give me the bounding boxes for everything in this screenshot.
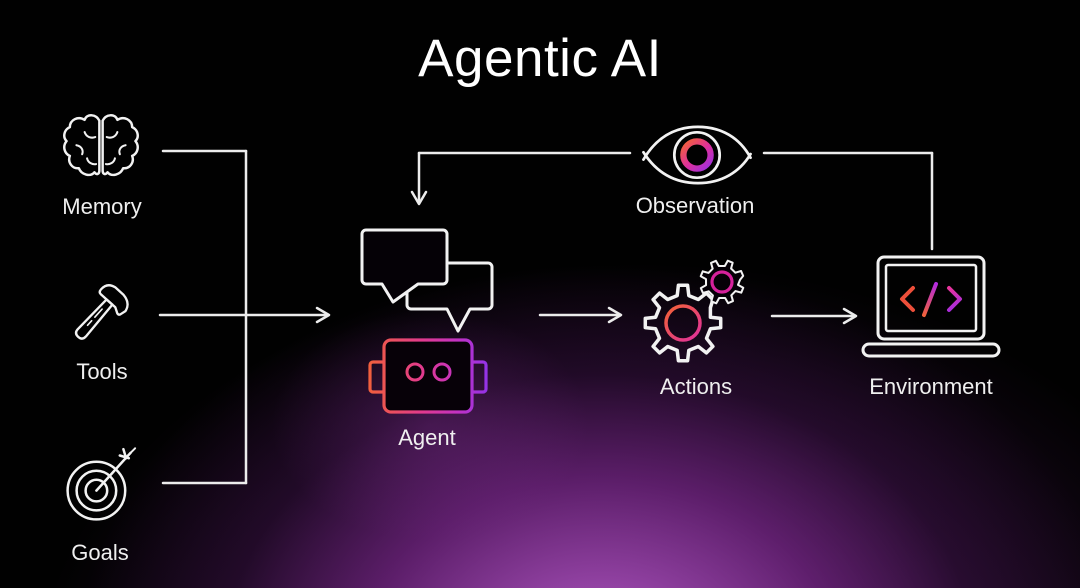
robot-icon	[368, 338, 488, 414]
brain-icon	[63, 114, 139, 177]
laptop-code-icon	[861, 255, 1001, 358]
arrowhead-down-icon	[410, 190, 428, 206]
environment-label: Environment	[869, 374, 993, 399]
eye-icon	[642, 125, 752, 185]
arrowhead-right-icon	[842, 307, 858, 325]
chat-bubbles-icon	[360, 228, 494, 333]
hammer-icon	[74, 284, 129, 340]
code-gt-glyph	[947, 286, 962, 312]
page-title: Agentic AI	[418, 29, 662, 88]
gears-icon	[643, 256, 748, 363]
code-slash-glyph	[922, 282, 938, 317]
arrowhead-right-icon	[315, 306, 331, 324]
code-lt-glyph	[900, 286, 915, 312]
memory-label: Memory	[62, 194, 142, 219]
actions-label: Actions	[659, 374, 733, 399]
goals-label: Goals	[71, 540, 129, 565]
target-icon	[66, 447, 137, 521]
tools-label: Tools	[76, 359, 128, 384]
agent-label: Agent	[398, 425, 456, 450]
arrowhead-right-icon	[607, 306, 623, 324]
observation-label: Observation	[635, 193, 755, 218]
